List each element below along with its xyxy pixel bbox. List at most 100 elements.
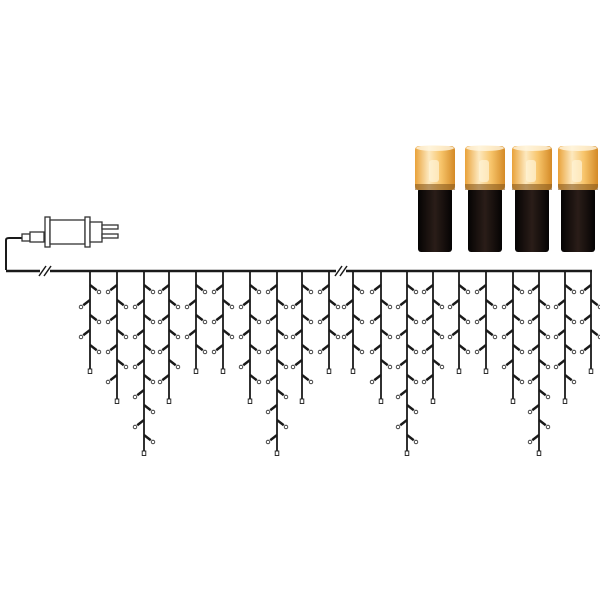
led-bulb-icon [328,299,341,310]
led-bulb-icon [265,344,278,355]
led-bulb-icon [299,398,305,404]
led-bulb-icon [301,284,314,295]
led-bulb-icon [369,344,382,355]
icicle-drop [474,271,498,374]
led-bulb-icon [265,374,278,385]
led-bulb-icon [222,299,235,310]
led-bulb-icon [87,368,93,374]
led-bulb-icon [157,374,170,385]
led-bulb-icon [132,389,145,400]
led-bulb-icon [276,389,289,400]
led-bulb-icon [341,329,354,340]
led-bulb-icon [538,359,551,370]
led-bulb-icon [265,284,278,295]
led-bulb-icon [483,368,489,374]
led-bulb-icon [116,329,129,340]
led-bulb-icon [430,398,436,404]
led-bulb-icon [301,344,314,355]
led-bulb-icon [157,344,170,355]
led-bulb-icon [421,314,434,325]
led-bulb-icon [352,314,365,325]
led-bulb-icon [380,329,393,340]
led-bulb-icon [132,419,145,430]
led-bulb-icon [276,359,289,370]
icicle-drop [369,271,393,404]
led-bulb-icon [406,374,419,385]
led-bulb-icon [590,299,600,310]
led-bulb-icon [527,434,540,445]
led-bulb-icon [220,368,226,374]
led-bulb-icon [369,314,382,325]
led-bulb-icon [78,329,91,340]
led-bulb-icon [105,314,118,325]
led-bulb-icon [249,374,262,385]
led-bulb-icon [395,389,408,400]
led-bulb-icon [395,419,408,430]
led-bulb-icon [458,344,471,355]
icicle-drop [579,271,600,374]
led-bulb-icon [564,314,577,325]
led-bulb-icon [317,314,330,325]
led-bulb-icon [274,450,280,456]
icicle-drop [238,271,262,404]
led-bulb-icon [421,284,434,295]
led-bulb-icon [238,329,251,340]
led-bulb-icon [276,419,289,430]
led-bulb-icon [527,404,540,415]
led-bulb-icon [193,368,199,374]
led-bulb-icon [510,398,516,404]
led-bulb-icon [222,329,235,340]
led-bulb-icon [369,374,382,385]
led-bulb-icon [238,359,251,370]
led-bulb-icon [249,314,262,325]
led-bulb-icon [157,284,170,295]
led-bulb-icon [501,329,514,340]
led-bulb-icon [512,145,552,252]
led-bulb-icon [527,344,540,355]
led-bulb-icon [116,359,129,370]
led-bulb-icon [421,374,434,385]
led-bulb-icon [406,314,419,325]
led-bulb-icon [290,299,303,310]
led-bulb-icon [501,359,514,370]
led-bulb-icon [474,314,487,325]
plug-adapter-icon [5,216,119,270]
led-bulb-icon [512,344,525,355]
led-bulb-icon [538,299,551,310]
led-bulb-icon [105,344,118,355]
led-bulb-icon [564,344,577,355]
led-bulb-icon [564,284,577,295]
led-bulb-icon [249,344,262,355]
led-bulb-icon [380,299,393,310]
icicle-drop [553,271,577,404]
led-bulb-icon [352,344,365,355]
icicle-drop [317,271,341,374]
led-bulb-icon [553,359,566,370]
led-bulb-icon [184,299,197,310]
led-bulb-icon [141,450,147,456]
led-bulb-icon [406,284,419,295]
icicle-drop [501,271,525,404]
led-bulb-icon [89,344,102,355]
led-bulb-icon [143,374,156,385]
led-bulb-icon [143,404,156,415]
led-bulb-icon [527,284,540,295]
led-bulb-icon [211,344,224,355]
led-bulb-icon [512,374,525,385]
led-bulb-icon [352,284,365,295]
led-bulb-icon [143,314,156,325]
led-bulb-icon [538,419,551,430]
led-bulb-icon [465,145,505,252]
icicle-drop [105,271,129,404]
led-bulb-icon [456,368,462,374]
icicle-drop [395,271,419,456]
led-bulb-icon [143,434,156,445]
icicle-drop [341,271,365,374]
led-bulb-icon [380,359,393,370]
led-bulb-icon [114,398,120,404]
led-bulb-icon [168,359,181,370]
icicle-drop [421,271,445,404]
led-bulb-icon [474,344,487,355]
led-bulb-icon [564,374,577,385]
